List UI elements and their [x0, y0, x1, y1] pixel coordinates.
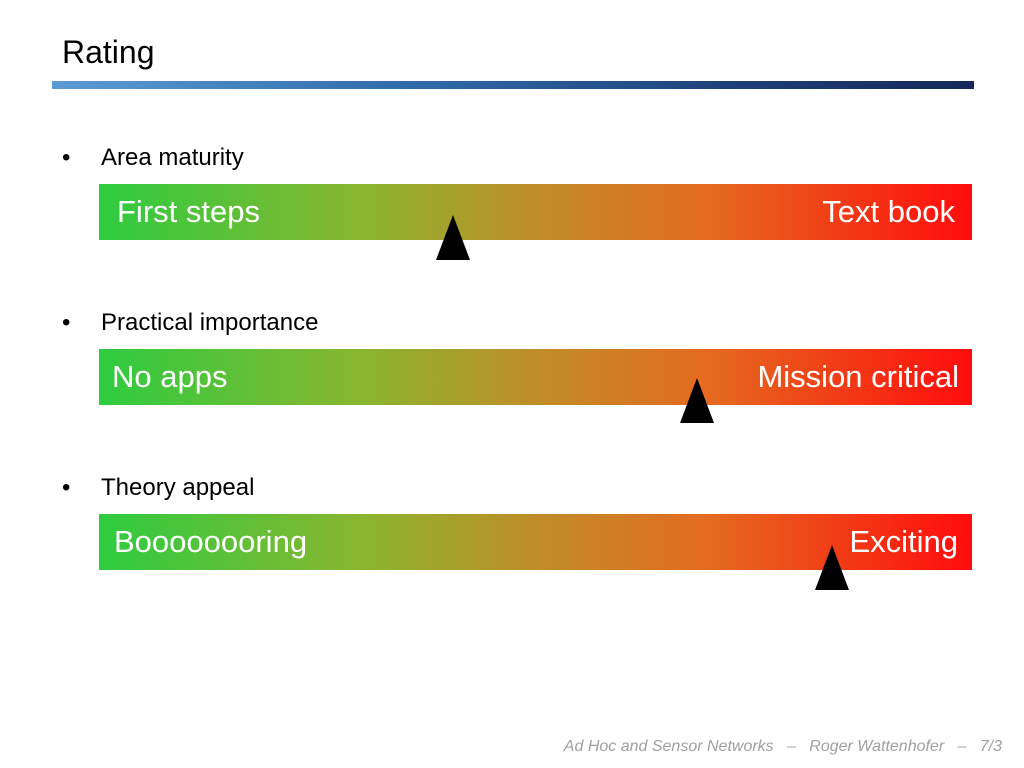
rating-marker-triangle	[435, 215, 470, 260]
rating-scale-bar: Boooooooring Exciting	[99, 514, 972, 570]
scale-high-label: Exciting	[849, 524, 958, 559]
rating-scale-bar: No apps Mission critical	[99, 349, 972, 405]
scale-low-label: No apps	[112, 359, 228, 394]
footer-author: Roger Wattenhofer	[809, 738, 945, 755]
rating-practical-importance: • Practical importance No apps Mission c…	[0, 308, 1024, 473]
bullet-point: •	[62, 144, 71, 171]
title-underline-bar	[52, 81, 974, 89]
rating-marker-triangle	[680, 378, 714, 423]
bullet-point: •	[62, 474, 71, 501]
rating-theory-appeal: • Theory appeal Boooooooring Exciting	[0, 473, 1024, 638]
rating-marker-triangle	[815, 545, 850, 590]
rating-label: Practical importance	[101, 309, 319, 336]
rating-label: Area maturity	[101, 144, 244, 171]
scale-low-label: Boooooooring	[114, 524, 308, 559]
footer-separator: –	[957, 738, 967, 755]
bullet-point: •	[62, 309, 71, 336]
rating-label: Theory appeal	[101, 474, 255, 501]
scale-low-label: First steps	[117, 194, 260, 229]
footer-separator: –	[787, 738, 796, 755]
footer-course: Ad Hoc and Sensor Networks	[563, 738, 774, 755]
scale-high-label: Text book	[822, 194, 955, 229]
slide-title: Rating	[62, 34, 155, 70]
slide-footer: Ad Hoc and Sensor Networks – Roger Watte…	[0, 736, 1002, 758]
scale-high-label: Mission critical	[757, 359, 959, 394]
footer-page-number: 7/3	[979, 738, 1002, 755]
rating-area-maturity: • Area maturity First steps Text book	[0, 143, 1024, 308]
rating-scale-bar: First steps Text book	[99, 184, 972, 240]
